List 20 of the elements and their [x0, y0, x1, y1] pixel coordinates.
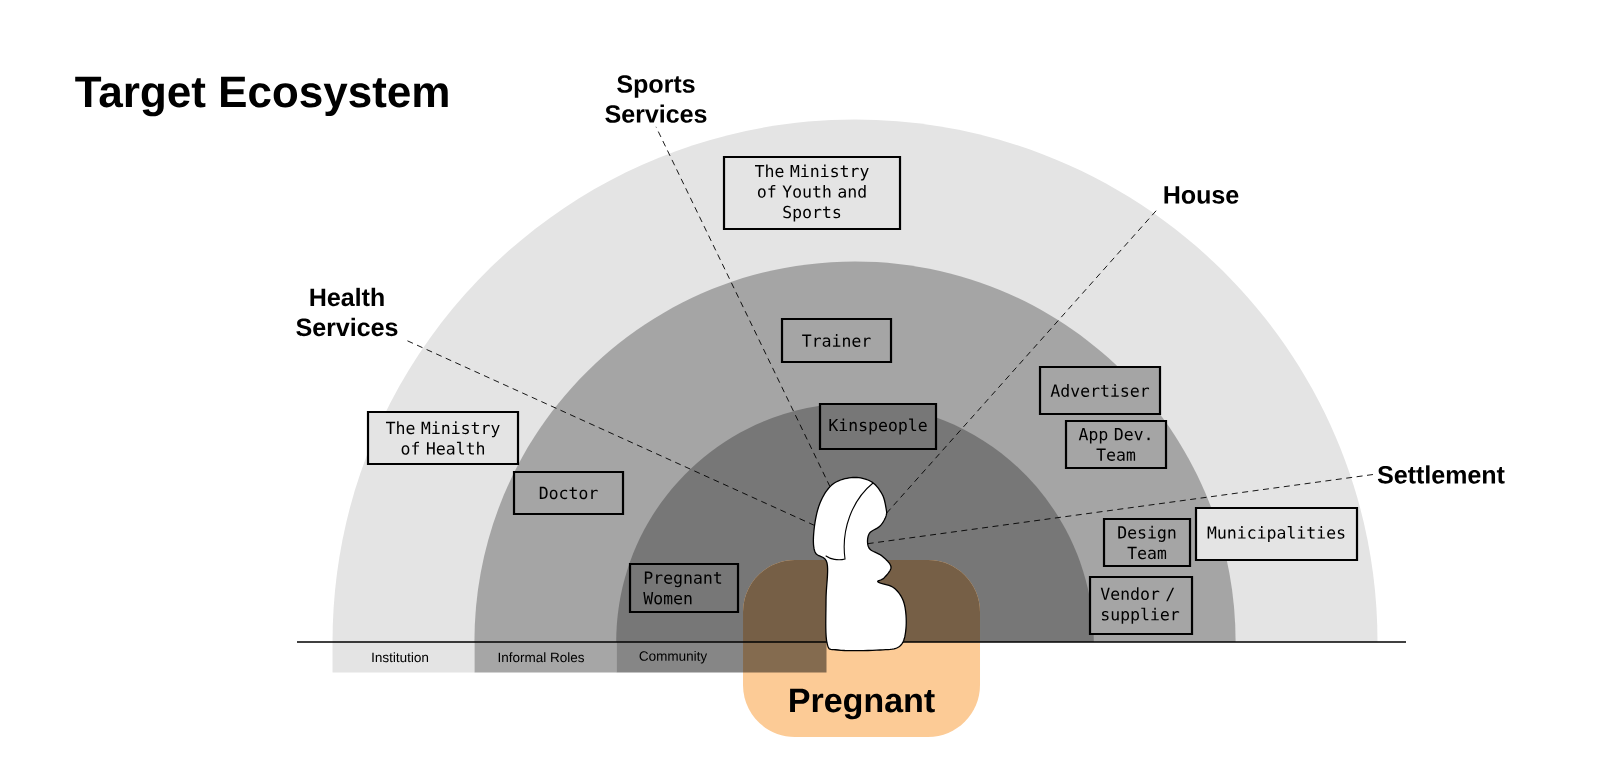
role-box: The Ministry of Health: [366, 410, 520, 466]
role-box: App Dev. Team: [1064, 419, 1168, 470]
role-box: Vendor / supplier: [1088, 575, 1194, 636]
role-box: Doctor: [512, 470, 625, 516]
role-box: Kinspeople: [818, 402, 938, 451]
category-label: House: [1164, 186, 1239, 204]
dashed-line: [886, 207, 1160, 514]
role-box: Design Team: [1102, 517, 1192, 568]
role-box: Pregnant Women: [628, 562, 740, 614]
title: Target Ecosystem: [75, 76, 448, 117]
dashed-line: [655, 126, 831, 488]
dashed-line: [867, 474, 1374, 545]
category-label: Settlement: [1377, 465, 1505, 484]
node-label: Institution: [372, 652, 429, 663]
role-box: Municipalities: [1194, 506, 1359, 562]
node-label: Community: [639, 650, 708, 664]
role-box: The Ministry of Youth and Sports: [722, 155, 902, 231]
role-box: Trainer: [780, 317, 893, 364]
role-box: Advertiser: [1038, 365, 1162, 416]
node-label: Informal Roles: [498, 652, 585, 663]
